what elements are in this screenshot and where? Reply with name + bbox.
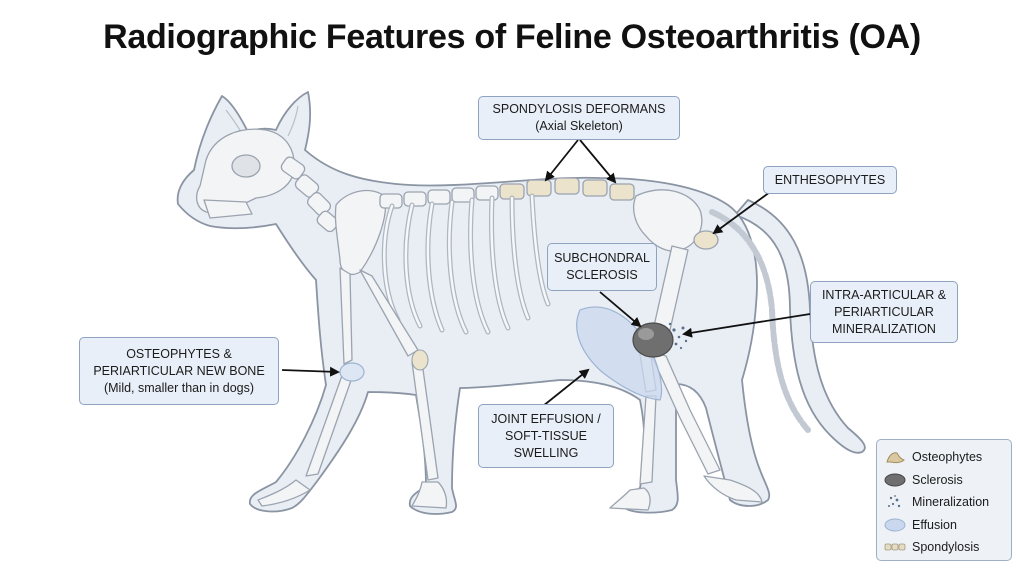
arrow-spondylosis-left [544, 139, 579, 182]
mineralization-icon [888, 495, 901, 508]
callout-text: SCLEROSIS [566, 268, 638, 282]
callout-text: INTRA-ARTICULAR & [821, 287, 947, 302]
callout-text: MINERALIZATION [832, 321, 936, 336]
arrow-effusion [537, 368, 590, 411]
callout-text: (Axial Skeleton) [535, 119, 623, 133]
legend-item-sclerosis: Sclerosis [883, 469, 1005, 492]
effusion-region [576, 306, 663, 401]
callout-text: PERIARTICULAR [834, 304, 934, 319]
sclerosis-region [632, 322, 674, 358]
callout-osteophytes: OSTEOPHYTES & PERIARTICULAR NEW BONE (Mi… [79, 337, 279, 405]
callout-text: SWELLING [513, 445, 579, 460]
legend-item-spondylosis: Spondylosis [883, 536, 1005, 559]
callout-text: ENTHESOPHYTES [774, 172, 886, 187]
callout-joint-effusion: JOINT EFFUSION / SOFT-TISSUE SWELLING [478, 404, 614, 468]
legend-label: Effusion [912, 517, 957, 532]
arrow-enthesophytes [712, 191, 771, 235]
callout-text: (Mild, smaller than in dogs) [103, 380, 255, 395]
callout-text: JOINT EFFUSION / [491, 411, 601, 426]
ear-inner [287, 105, 299, 137]
callout-spondylosis: SPONDYLOSIS DEFORMANS (Axial Skeleton) [478, 96, 680, 140]
sclerosis-highlight [638, 328, 654, 340]
callout-text: SPONDYLOSIS DEFORMANS [492, 102, 666, 116]
legend-item-osteophytes: Osteophytes [883, 446, 1005, 469]
callout-text: SUBCHONDRAL [554, 251, 650, 265]
osteophyte-carpus [411, 349, 429, 371]
legend-item-effusion: Effusion [883, 514, 1005, 537]
spondylosis-icon [884, 543, 906, 551]
callout-enthesophytes: ENTHESOPHYTES [763, 166, 897, 194]
callout-text: OSTEOPHYTES & [126, 346, 232, 361]
arrow-mineralization [682, 313, 811, 338]
osteophyte-elbow [339, 362, 365, 382]
callout-mineralization: INTRA-ARTICULAR & PERIARTICULAR MINERALI… [810, 281, 958, 343]
arrow-subchondral [599, 291, 642, 328]
callout-text: PERIARTICULAR NEW BONE [93, 363, 265, 378]
legend-label: Spondylosis [912, 540, 980, 555]
legend-item-mineralization: Mineralization [883, 491, 1005, 514]
legend-label: Osteophytes [912, 450, 983, 465]
legend-label: Mineralization [912, 495, 990, 510]
osteophyte-icon [886, 452, 905, 464]
callout-text: SOFT-TISSUE [505, 428, 587, 443]
page-title: Radiographic Features of Feline Osteoart… [103, 18, 921, 56]
arrow-spondylosis-right [579, 139, 617, 184]
callout-arrows [281, 139, 811, 411]
effusion-icon [884, 518, 906, 532]
callout-subchondral-sclerosis: SUBCHONDRAL SCLEROSIS [547, 243, 657, 291]
arrow-osteophytes [281, 366, 340, 377]
sclerosis-icon [884, 473, 906, 487]
legend-label: Sclerosis [912, 472, 963, 487]
legend: Osteophytes Sclerosis Mineralization Eff… [876, 439, 1012, 561]
